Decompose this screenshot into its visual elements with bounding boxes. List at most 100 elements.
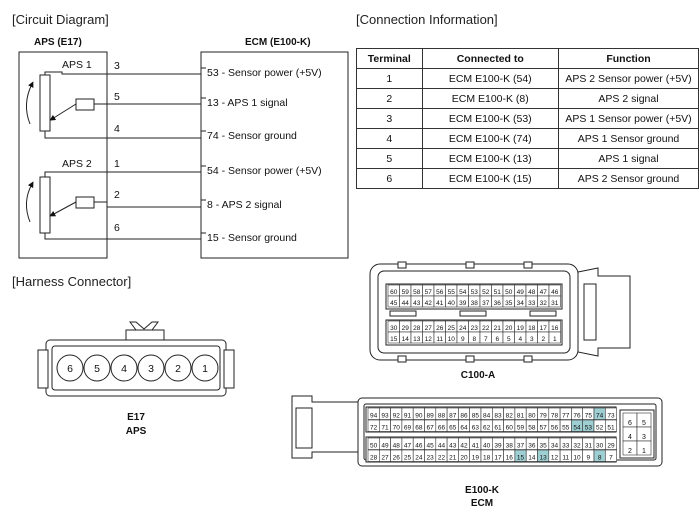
table-cell: APS 2 Sensor ground <box>557 168 699 189</box>
ecm-terminal-label: 8 - APS 2 signal <box>207 199 282 211</box>
connection-information-heading: [Connection Information] <box>356 12 498 27</box>
e100k-pin: 63 <box>472 425 480 432</box>
aps1-potentiometer <box>39 74 51 132</box>
e100k-pin: 20 <box>460 455 468 462</box>
aps2-wiper-arrow <box>49 201 77 217</box>
e17-pin-label: 4 <box>121 363 127 375</box>
c100a-pin: 10 <box>448 336 456 343</box>
c100a-pin: 7 <box>484 336 488 343</box>
c100a-pin: 50 <box>505 289 513 296</box>
c100a-pin-cell <box>548 295 561 308</box>
e100k-pin: 26 <box>393 455 401 462</box>
e100k-pin: 64 <box>460 425 468 432</box>
e100k-pin: 8 <box>598 455 602 462</box>
e100k-pin: 44 <box>438 443 446 450</box>
table-cell: APS 2 Sensor power (+5V) <box>557 68 699 89</box>
aps2-signal-block <box>75 196 95 209</box>
e100k-pin: 85 <box>472 413 480 420</box>
c100a-pin: 4 <box>518 336 522 343</box>
c100a-pin: 41 <box>436 300 444 307</box>
e100k-pin: 51 <box>607 425 615 432</box>
e100k-aux-pin: 1 <box>642 448 646 455</box>
e100k-pin: 34 <box>551 443 559 450</box>
e100k-pin: 31 <box>585 443 593 450</box>
aps1-signal-block <box>75 98 95 111</box>
c100a-pin: 18 <box>528 325 536 332</box>
e100k-pin: 15 <box>517 455 525 462</box>
e100k-pin: 17 <box>494 455 502 462</box>
ecm-terminal-label: 54 - Sensor power (+5V) <box>207 165 322 177</box>
c100a-pin: 19 <box>517 325 525 332</box>
e100k-pin: 16 <box>506 455 514 462</box>
e100k-pin: 30 <box>596 443 604 450</box>
table-cell: APS 1 signal <box>557 148 699 169</box>
c100a-pin: 28 <box>413 325 421 332</box>
e100k-pin: 80 <box>528 413 536 420</box>
c100a-pin: 2 <box>541 336 545 343</box>
e100k-pin: 68 <box>415 425 423 432</box>
c100a-pin: 37 <box>482 300 490 307</box>
e100k-pin: 61 <box>494 425 502 432</box>
e100k-pin: 54 <box>573 425 581 432</box>
c100a-pin: 52 <box>482 289 490 296</box>
c100a-pin: 34 <box>517 300 525 307</box>
e100k-pin: 94 <box>370 413 378 420</box>
c100a-pin: 13 <box>413 336 421 343</box>
ecm-terminal-label: 53 - Sensor power (+5V) <box>207 67 322 79</box>
e100k-pin: 33 <box>562 443 570 450</box>
e100k-pin: 92 <box>393 413 401 420</box>
e100k-pin: 81 <box>517 413 525 420</box>
c100a-pin: 21 <box>494 325 502 332</box>
table-cell: ECM E100-K (53) <box>421 108 559 129</box>
c100a-pin: 20 <box>505 325 513 332</box>
c100a-pin: 53 <box>471 289 479 296</box>
aps2-potentiometer <box>39 176 51 234</box>
c100a-pin: 15 <box>390 336 398 343</box>
c100a-pin: 22 <box>482 325 490 332</box>
c100a-pin: 55 <box>448 289 456 296</box>
e100k-pin: 21 <box>449 455 457 462</box>
table-cell: ECM E100-K (8) <box>421 88 559 109</box>
e100k-pin: 93 <box>381 413 389 420</box>
ecm-terminal-label: 74 - Sensor ground <box>207 130 297 142</box>
c100a-pin: 17 <box>540 325 548 332</box>
e100k-pin-cell <box>604 449 617 462</box>
c100a-caption: C100-A <box>461 370 495 381</box>
e100k-pin: 28 <box>370 455 378 462</box>
e100k-pin: 70 <box>393 425 401 432</box>
e100k-pin: 87 <box>449 413 457 420</box>
e100k-pin: 90 <box>415 413 423 420</box>
ecm-terminal-label: 15 - Sensor ground <box>207 232 297 244</box>
e17-pin-label: 1 <box>202 363 208 375</box>
c100a-pin: 5 <box>507 336 511 343</box>
e100k-pin: 18 <box>483 455 491 462</box>
e100k-pin: 53 <box>585 425 593 432</box>
e100k-pin-cell <box>604 407 617 420</box>
c100a-pin: 12 <box>425 336 433 343</box>
e100k-pin: 67 <box>427 425 435 432</box>
e100k-pin: 52 <box>596 425 604 432</box>
wiring-harness <box>107 67 206 240</box>
c100a-pin: 40 <box>448 300 456 307</box>
e100k-pin: 40 <box>483 443 491 450</box>
harness-connector-heading: [Harness Connector] <box>12 274 132 289</box>
e100k-pin: 56 <box>551 425 559 432</box>
e100k-pin: 76 <box>573 413 581 420</box>
e100k-pin: 60 <box>506 425 514 432</box>
c100a-pin: 46 <box>551 289 559 296</box>
c100a-pin: 59 <box>402 289 410 296</box>
c100a-pin: 60 <box>390 289 398 296</box>
table-header-function: Function <box>557 48 699 69</box>
e100k-pin: 75 <box>585 413 593 420</box>
e17-pin-label: 2 <box>175 363 181 375</box>
c100a-connector <box>369 261 631 363</box>
e100k-pin: 41 <box>472 443 480 450</box>
e100k-pin-cell <box>604 419 617 432</box>
c100a-pin: 44 <box>402 300 410 307</box>
c100a-pin: 49 <box>517 289 525 296</box>
table-cell: APS 1 Sensor ground <box>557 128 699 149</box>
c100a-pin: 45 <box>390 300 398 307</box>
e100k-aux-pin: 5 <box>642 420 646 427</box>
